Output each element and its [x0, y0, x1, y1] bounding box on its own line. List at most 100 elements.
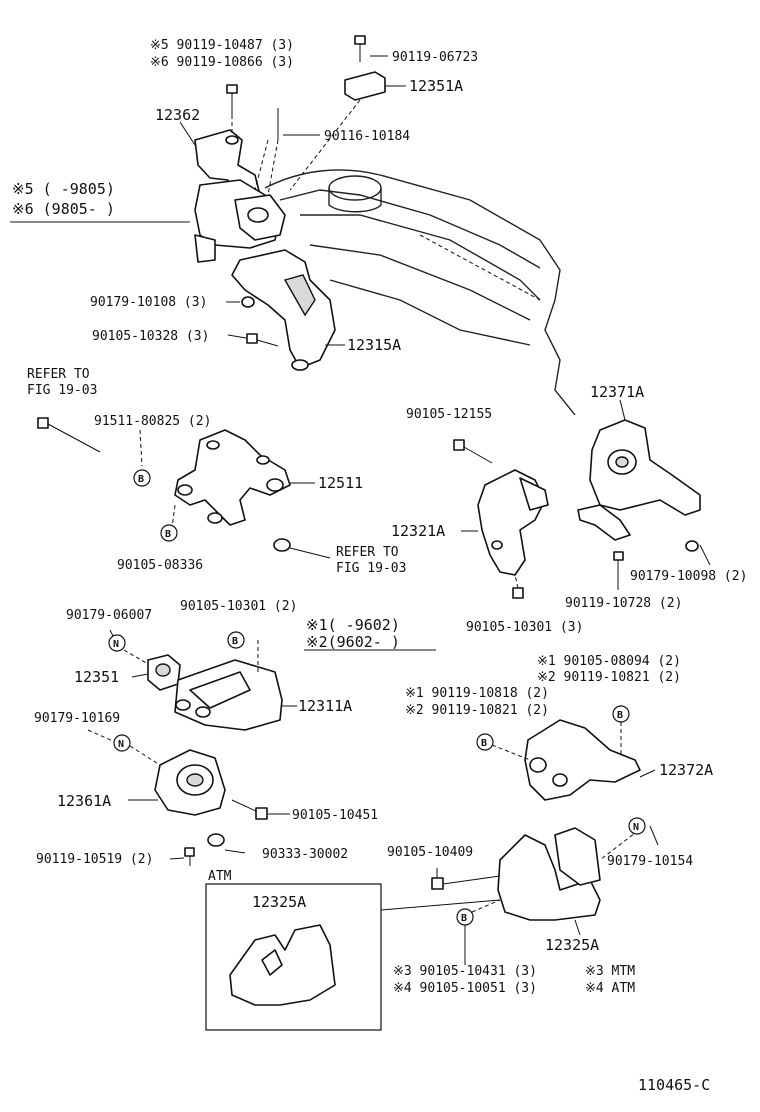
label-90105-10409: 90105-10409: [387, 845, 473, 860]
marker-n-90179-06007: N: [108, 634, 126, 652]
bolt-90119-06723: [354, 35, 366, 62]
note-fig-mid: FIG 19-03: [336, 561, 406, 576]
part-12362-bracket: [194, 129, 286, 263]
marker-b-12325A: B: [456, 908, 474, 926]
label-p1-90119-10818: ※1 90119-10818 (2): [405, 686, 549, 701]
label-90179-06007: 90179-06007: [66, 608, 152, 623]
label-12315A: 12315A: [347, 336, 401, 354]
marker-b-12372A-a: B: [612, 705, 630, 723]
bolt-90119-10487: [226, 84, 238, 135]
leader-12325A-bolt: [471, 899, 501, 913]
part-12325A-bracket: [497, 827, 601, 921]
svg-text:B: B: [138, 474, 144, 485]
label-90179-10098: 90179-10098 (2): [630, 569, 747, 584]
label-91511-80825: 91511-80825 (2): [94, 414, 211, 429]
label-12311A: 12311A: [298, 697, 352, 715]
label-p2-90119-10821-a: ※2 90119-10821 (2): [537, 670, 681, 685]
label-p2-90119-10821-b: ※2 90119-10821 (2): [405, 703, 549, 718]
bolt-90105-12155: [453, 439, 493, 464]
marker-b-12372A-b: B: [476, 733, 494, 751]
label-90105-10301-3: 90105-10301 (3): [466, 620, 583, 635]
nut-90179-10108: [241, 296, 255, 308]
label-90105-10451: 90105-10451: [292, 808, 378, 823]
label-12351: 12351: [74, 668, 119, 686]
label-90333-30002: 90333-30002: [262, 847, 348, 862]
part-labels: ※5 90119-10487 (3) ※6 90119-10866 (3) 90…: [12, 38, 747, 1094]
marker-b-90105-10301: B: [227, 631, 245, 649]
label-90119-10519: 90119-10519 (2): [36, 852, 153, 867]
note-n6-range: ※6 (9805- ): [12, 200, 115, 218]
label-12371A: 12371A: [590, 383, 644, 401]
part-12372A-bracket: [524, 719, 641, 801]
svg-text:N: N: [118, 739, 124, 750]
part-12371A-mount: [577, 419, 701, 541]
leader-12372A-bolt-b: [491, 744, 531, 761]
marker-b-90105-08336: B: [160, 524, 178, 542]
note-n5-range: ※5 ( -9805): [12, 180, 115, 198]
nut-90179-10098: [685, 540, 699, 552]
svg-text:B: B: [617, 710, 623, 721]
marker-n-90179-10169: N: [113, 734, 131, 752]
label-90179-10108: 90179-10108 (3): [90, 295, 207, 310]
leader-refer-mid: [289, 547, 331, 559]
label-12511: 12511: [318, 474, 363, 492]
part-12315A-bracket: [231, 249, 336, 371]
svg-text:B: B: [232, 636, 238, 647]
label-p1-90105-08094: ※1 90105-08094 (2): [537, 654, 681, 669]
label-90105-10301-2: 90105-10301 (2): [180, 599, 297, 614]
note-refer-to-mid: REFER TO: [336, 545, 399, 560]
label-p3-90105-10431: ※3 90105-10431 (3): [393, 964, 537, 979]
leader-lines: [10, 55, 711, 965]
label-90116-10184: 90116-10184: [324, 129, 410, 144]
svg-text:B: B: [165, 529, 171, 540]
figure-code: 110465-C: [638, 1076, 710, 1094]
bolt-90105-10409: [431, 875, 501, 890]
engine-block-outline: [264, 169, 576, 416]
bolt-90119-10728: [613, 551, 624, 578]
label-12351A: 12351A: [409, 77, 463, 95]
note-n2-range: ※2(9602- ): [306, 633, 400, 651]
note-n3-mtm: ※3 MTM: [585, 964, 635, 979]
label-90105-10328: 90105-10328 (3): [92, 329, 209, 344]
part-12351A-block: [289, 71, 386, 191]
part-12511-bracket: [174, 429, 291, 526]
label-90119-06723: 90119-06723: [392, 50, 478, 65]
note-n1-range: ※1( -9602): [306, 616, 400, 634]
label-90105-08336: 90105-08336: [117, 558, 203, 573]
label-12325A: 12325A: [545, 936, 599, 954]
part-12321A-bracket: [477, 469, 549, 576]
svg-text:N: N: [113, 639, 119, 650]
atm-inset-box: [205, 883, 501, 1031]
label-12361A: 12361A: [57, 792, 111, 810]
label-12321A: 12321A: [391, 522, 445, 540]
part-12311A-bracket: [174, 659, 283, 731]
note-fig-top: FIG 19-03: [27, 383, 97, 398]
note-n4-atm: ※4 ATM: [585, 981, 635, 996]
part-12351-bushing: [147, 654, 181, 691]
label-90119-10728: 90119-10728 (2): [565, 596, 682, 611]
plug-90333-30002: [207, 833, 225, 847]
bolt-90105-10451: [231, 799, 268, 820]
marker-b-91511: B: [133, 469, 151, 487]
label-12362: 12362: [155, 106, 200, 124]
label-p5-90119-10487: ※5 90119-10487 (3): [150, 38, 294, 53]
part-12361A-mount: [154, 749, 226, 816]
marker-n-90179-10154: N: [628, 817, 646, 835]
bolt-91511-80825: [37, 417, 101, 453]
svg-text:N: N: [633, 822, 639, 833]
label-p6-90119-10866: ※6 90119-10866 (3): [150, 55, 294, 70]
label-12325A-inset: 12325A: [252, 893, 306, 911]
label-12372A: 12372A: [659, 761, 713, 779]
label-90179-10169: 90179-10169: [34, 711, 120, 726]
note-atm-box: ATM: [208, 869, 232, 884]
bushing-refer-fig-19-03: [273, 538, 291, 552]
svg-text:B: B: [481, 738, 487, 749]
stud-90116-10184: [254, 108, 279, 196]
bolt-90105-10328: [246, 333, 279, 347]
bolt-90119-10519: [184, 847, 195, 866]
bolt-90105-10301-3: [512, 574, 524, 599]
label-90179-10154: 90179-10154: [607, 854, 693, 869]
label-90105-12155: 90105-12155: [406, 407, 492, 422]
note-refer-to-top: REFER TO: [27, 367, 90, 382]
